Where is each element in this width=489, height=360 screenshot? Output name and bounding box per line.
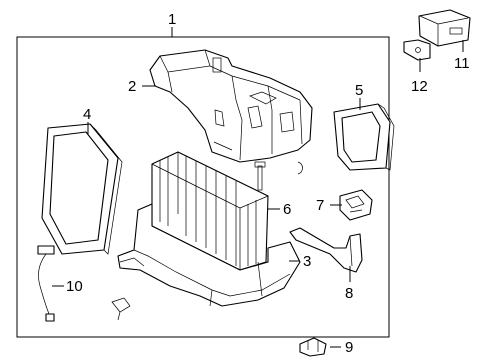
assembly-frame — [16, 36, 390, 338]
callout-12: 12 — [411, 78, 428, 95]
screw-shaft — [117, 311, 121, 321]
connector-part — [299, 337, 327, 357]
callout-2: 2 — [128, 78, 136, 95]
callout-9: 9 — [345, 339, 353, 356]
right-seal-part — [333, 103, 395, 171]
callout-7: 7 — [316, 197, 324, 214]
callout-6: 6 — [283, 201, 291, 218]
thermistor-part — [37, 245, 55, 322]
callout-3: 3 — [303, 253, 311, 270]
clip-part — [297, 161, 303, 175]
callout-4: 4 — [83, 106, 91, 123]
leader-lines — [52, 27, 464, 348]
callout-8: 8 — [345, 285, 353, 302]
bracket-part — [403, 39, 431, 61]
callout-1: 1 — [168, 11, 176, 28]
left-seal-part — [41, 123, 123, 255]
upper-case-part — [149, 49, 313, 163]
pipe-part — [289, 227, 363, 273]
callout-11: 11 — [454, 55, 470, 72]
callout-10: 10 — [66, 278, 83, 295]
screw-part — [111, 297, 131, 313]
expansion-valve-part — [339, 189, 373, 221]
callout-5: 5 — [355, 82, 363, 99]
amplifier-box-part — [418, 9, 471, 47]
lower-case-part — [117, 203, 301, 307]
